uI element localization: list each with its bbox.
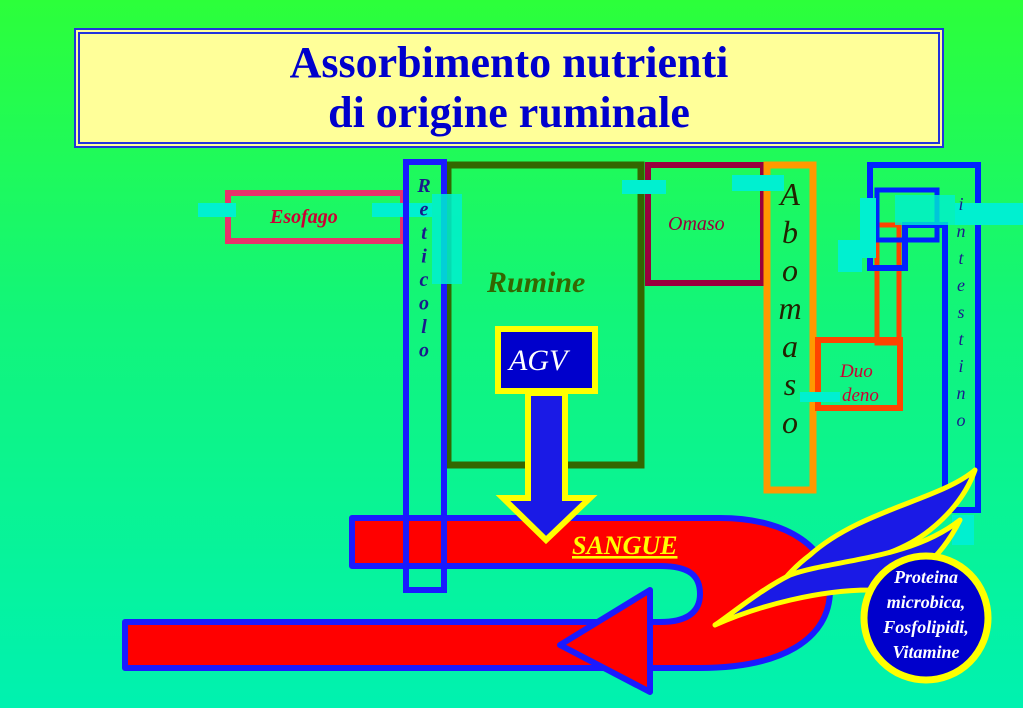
connector-abomaso-duodeno [800, 392, 840, 402]
agv-down-arrow [495, 390, 598, 545]
abomaso-letter: A [778, 176, 800, 212]
intestino-letter: o [957, 410, 966, 430]
duodeno [815, 222, 903, 411]
intestino-letter: n [957, 221, 966, 241]
sangue-arrowhead [557, 587, 653, 695]
title-line-2: di origine ruminale [328, 88, 690, 137]
reticolo-letter: e [420, 199, 429, 221]
deno-label: deno [842, 385, 879, 406]
abomaso-letter: s [784, 366, 796, 402]
agv-label: AGV [507, 344, 571, 377]
sangue-vessel [122, 515, 833, 695]
agv-group [495, 326, 598, 545]
intestino-letter: t [958, 329, 964, 349]
connector-rumine-omaso [622, 180, 666, 194]
duo-label: Duo [839, 361, 873, 382]
connector-duodeno-intestino-1 [838, 240, 862, 272]
abomaso-letter: a [782, 328, 798, 364]
abomaso-letter: o [782, 252, 798, 288]
sangue-label: SANGUE [572, 531, 677, 560]
connector-intestino-top [895, 195, 955, 225]
intestino-letter: s [957, 302, 964, 322]
intestino-letter: t [958, 248, 964, 268]
omaso-compartment [645, 162, 766, 286]
rumine-label: Rumine [486, 266, 585, 299]
esofago-connector-left [198, 203, 236, 217]
connector-omaso-abomaso [732, 175, 784, 191]
intestine-blood-blade [712, 467, 978, 628]
intestino-letter: e [957, 275, 965, 295]
reticolo-letter: t [421, 222, 428, 244]
abomaso-letter: b [782, 214, 798, 250]
abomaso-letter: m [778, 290, 801, 326]
agv-box [495, 326, 598, 394]
abomaso-compartment [763, 161, 817, 494]
title-line-1: Assorbimento nutrienti [289, 38, 729, 87]
nutrienti-line: Fosfolipidi, [882, 617, 969, 637]
title-box: Assorbimento nutrienti di origine rumina… [74, 28, 944, 148]
abomaso-letter: o [782, 404, 798, 440]
connector-duodeno-intestino-2 [860, 198, 876, 258]
reticolo-compartment [403, 159, 447, 593]
intestino-letter: i [958, 356, 963, 376]
connector-intestino-right [955, 203, 1023, 225]
sangue-tube [122, 515, 833, 671]
connector-reticolo-rumine [432, 194, 462, 284]
reticolo-letter: o [419, 340, 429, 362]
nutrienti-line: microbica, [887, 592, 966, 612]
connectors [432, 175, 1023, 545]
intestino-letter: n [957, 383, 966, 403]
nutrienti-label: Proteina microbica, Fosfolipidi, Vitamine [882, 567, 969, 662]
duodeno-compartment [815, 337, 903, 411]
nutrienti-line: Proteina [893, 567, 958, 587]
duodeno-riser-left [874, 222, 902, 346]
nutrienti-circle [860, 552, 992, 684]
nutrienti-line: Vitamine [892, 642, 959, 662]
reticolo-letter: c [420, 269, 429, 291]
reticolo-letter: R [416, 175, 430, 197]
reticolo-letter: o [419, 293, 429, 315]
omaso-label: Omaso [668, 213, 725, 235]
esofago-connector-right [372, 203, 432, 217]
reticolo-letter: i [421, 246, 427, 268]
esofago-label: Esofago [269, 206, 338, 228]
intestino-letter: i [958, 194, 963, 214]
reticolo-letter: l [421, 316, 427, 338]
